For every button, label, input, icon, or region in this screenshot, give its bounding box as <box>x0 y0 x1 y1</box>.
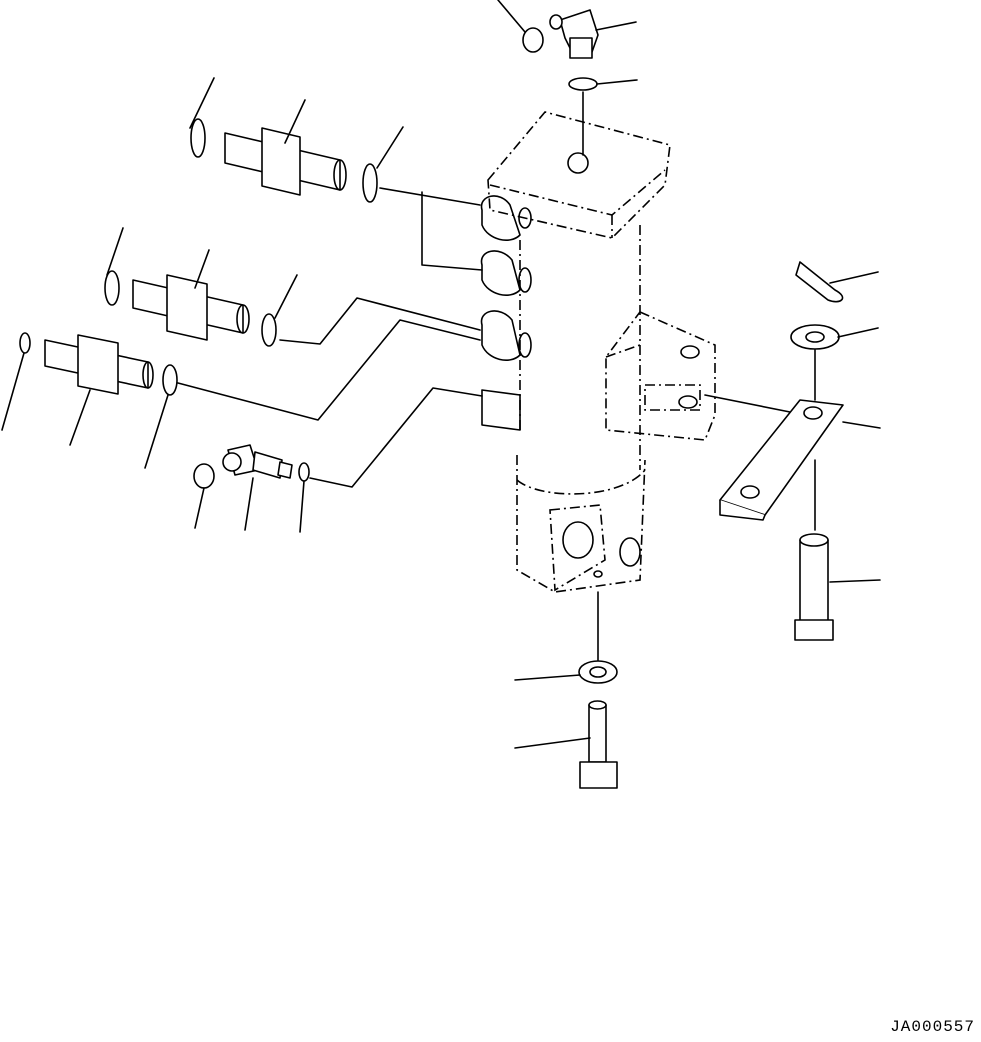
assembly-lines <box>177 91 816 661</box>
connector-lower <box>44 334 154 395</box>
small-hole <box>593 570 603 578</box>
o-ring-lower-right <box>162 364 178 396</box>
o-ring-upper-right <box>362 163 378 203</box>
o-ring-middle-left <box>104 270 120 306</box>
boss-bore <box>562 521 594 559</box>
housing-port-lugs <box>480 195 532 431</box>
o-ring-elbow <box>522 27 544 53</box>
o-ring-middle-right <box>261 313 277 347</box>
drawing-id: JA000557 <box>890 1018 975 1036</box>
washer-bottom <box>578 660 618 684</box>
o-ring-upper-left <box>190 118 206 158</box>
bracket-hole-upper <box>680 345 700 359</box>
washer-right <box>790 324 840 350</box>
cotter-pin <box>795 261 844 303</box>
link-plate <box>719 399 844 521</box>
elbow-fitting <box>549 9 599 59</box>
connector-middle <box>132 274 250 341</box>
o-ring-lower-left <box>19 332 31 354</box>
leader-lines <box>1 0 881 749</box>
cap <box>193 463 215 489</box>
connector-upper <box>224 127 347 196</box>
bolt <box>579 700 618 789</box>
o-ring-top-port <box>568 77 598 91</box>
pin <box>794 533 834 641</box>
o-ring-grease <box>298 462 310 482</box>
side-bore <box>619 537 641 567</box>
top-port-hole <box>567 152 589 174</box>
swing-housing <box>487 111 716 593</box>
bracket-hole-lower <box>678 395 698 409</box>
grease-fitting <box>222 444 293 479</box>
